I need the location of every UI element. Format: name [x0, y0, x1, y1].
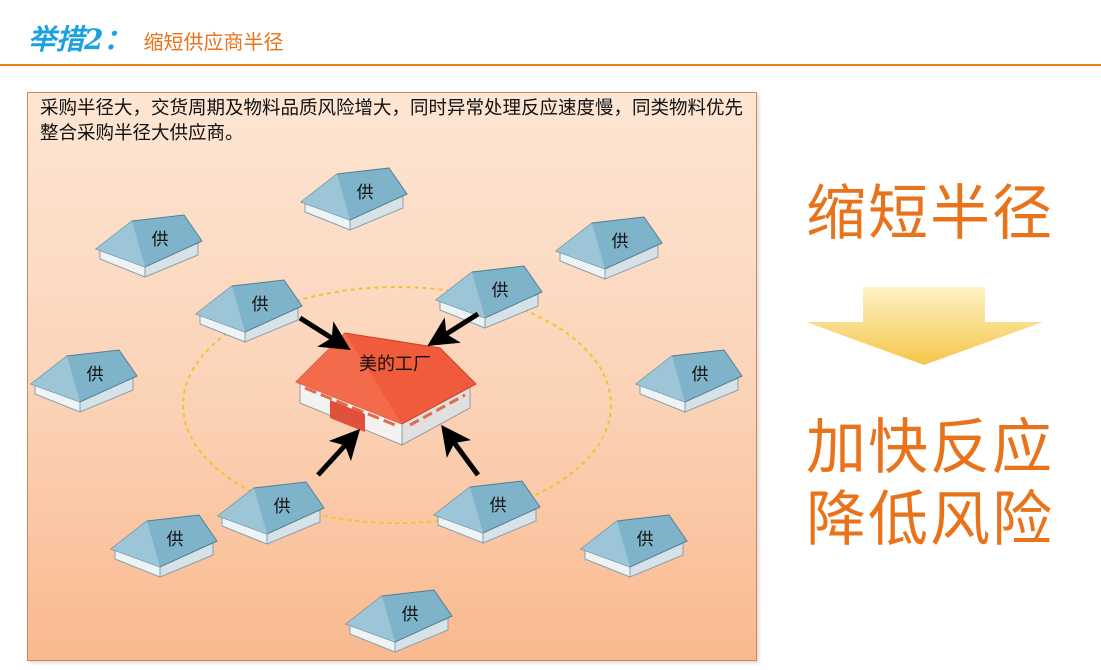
title-divider [0, 64, 1101, 66]
heading-shorten-radius: 缩短半径 [806, 179, 1054, 249]
arrow-bottom-left [316, 428, 361, 477]
factory-building: 美的工厂 [295, 332, 477, 446]
supplier-label: 供 [637, 530, 654, 550]
supplier-house: 供 [216, 481, 325, 545]
arrow-top-right [427, 311, 480, 347]
title-main: 举措2： [28, 23, 132, 56]
supplier-label: 供 [252, 295, 269, 315]
supplier-house: 供 [554, 216, 663, 280]
supplier-house: 供 [344, 589, 453, 653]
heading-faster-response: 加快反应 [806, 413, 1054, 483]
supplier-house: 供 [299, 167, 408, 231]
supplier-house: 供 [579, 514, 688, 578]
supply-radius-ring [182, 286, 612, 524]
supplier-label: 供 [357, 183, 374, 203]
supplier-label: 供 [492, 281, 509, 301]
supplier-label: 供 [87, 365, 104, 385]
inbound-arrows [298, 311, 481, 477]
supplier-house: 供 [109, 514, 218, 578]
supplier-label: 供 [152, 230, 169, 250]
supplier-houses: 供供供供供供供供供供供供 [29, 167, 743, 653]
panel-description: 采购半径大，交货周期及物料品质风险增大，同时异常处理反应速度慢，同类物料优先整合… [40, 98, 744, 144]
supplier-label: 供 [692, 365, 709, 385]
supplier-house: 供 [29, 349, 138, 413]
title-subtitle: 缩短供应商半径 [143, 30, 284, 54]
supplier-label: 供 [274, 497, 291, 517]
arrow-top-left [298, 315, 351, 351]
supplier-house: 供 [94, 214, 203, 278]
supplier-house: 供 [634, 349, 743, 413]
supplier-label: 供 [490, 496, 507, 516]
heading-lower-risk: 降低风险 [806, 485, 1054, 555]
supplier-label: 供 [612, 232, 629, 252]
arrow-bottom-right [441, 424, 481, 477]
supplier-house: 供 [194, 279, 303, 343]
supplier-house: 供 [432, 480, 541, 544]
slide-title: 举措2： 缩短供应商半径 [28, 18, 283, 58]
supplier-house: 供 [434, 265, 543, 329]
down-chevron [806, 287, 1043, 365]
supplier-label: 供 [402, 605, 419, 625]
factory-label: 美的工厂 [359, 354, 431, 375]
supplier-label: 供 [167, 530, 184, 550]
